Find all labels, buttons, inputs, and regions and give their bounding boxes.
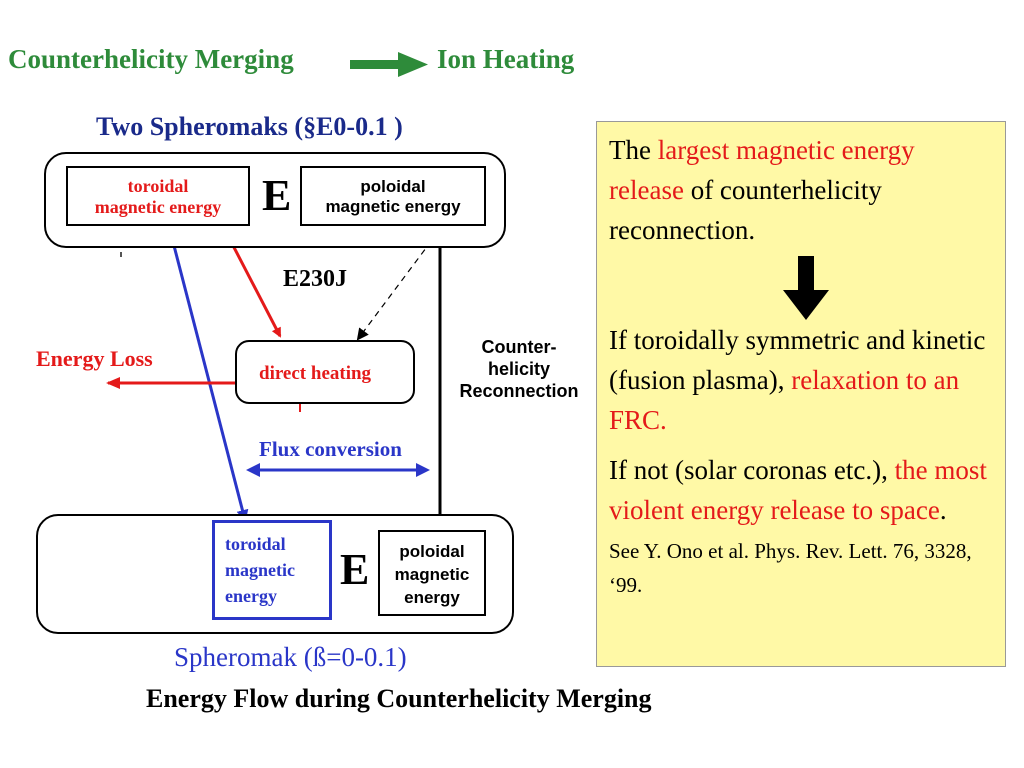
bottom-toroidal-box: toroidal magnetic energy <box>212 520 332 620</box>
panel-p2-text: If toroidally symmetric and kinetic (fus… <box>609 325 986 395</box>
top-poloidal-line1: poloidal <box>360 177 426 196</box>
top-toroidal-box: toroidal magnetic energy <box>66 166 250 226</box>
direct-heating-box <box>235 340 415 404</box>
panel-paragraph-3: If not (solar coronas etc.), the most vi… <box>609 450 995 530</box>
header-title-right: Ion Heating <box>437 44 575 74</box>
diagram-heading: Two Spheromaks (§E0-0.1 ) <box>96 112 403 141</box>
explanation-panel: The largest magnetic energy release of c… <box>596 121 1006 667</box>
reconnection-label: Counter- helicity Reconnection <box>446 336 592 402</box>
header-arrow-icon <box>350 52 428 77</box>
panel-p2-highlight: relaxation to an FRC. <box>609 365 960 435</box>
panel-paragraph-2: If toroidally symmetric and kinetic (fus… <box>609 320 995 440</box>
panel-paragraph-1: The largest magnetic energy release of c… <box>609 130 995 250</box>
bottom-poloidal-line2: magnetic <box>394 565 470 584</box>
bottom-poloidal-line1: poloidal <box>399 542 465 561</box>
spheromak-label: Spheromak (ß=0-0.1) <box>174 642 407 672</box>
arrow-poloidal-to-heating <box>356 231 439 341</box>
energy-loss-label: Energy Loss <box>36 346 153 371</box>
panel-p1-text-end: of counterhelicity reconnection. <box>609 175 882 245</box>
header-title-left: Counterhelicity Merging <box>8 44 294 74</box>
panel-p1-highlight: largest magnetic energy release <box>609 135 915 205</box>
bottom-poloidal-line3: energy <box>404 588 460 607</box>
arrow-flux-conversion <box>246 463 430 477</box>
diagram-caption: Energy Flow during Counterhelicity Mergi… <box>146 684 652 713</box>
top-energy-symbol: E <box>262 171 292 220</box>
reconnection-line1: Counter- <box>481 337 557 357</box>
top-poloidal-line2: magnetic energy <box>325 196 461 216</box>
panel-p3-highlight: the most violent energy release to space <box>609 455 987 525</box>
bottom-energy-symbol: E <box>340 545 370 594</box>
bottom-toroidal-line3: energy <box>225 586 277 606</box>
panel-p3-text: If not (solar coronas etc.), <box>609 455 895 485</box>
reconnection-line2: helicity <box>487 359 551 379</box>
top-poloidal-box: poloidal magnetic energy <box>300 166 486 226</box>
panel-reference: See Y. Ono et al. Phys. Rev. Lett. 76, 3… <box>609 539 972 597</box>
reconnection-line3: Reconnection <box>459 381 579 401</box>
bottom-toroidal-line1: toroidal <box>225 534 286 554</box>
direct-heating-label: direct heating <box>259 363 372 384</box>
top-toroidal-line2: magnetic energy <box>94 196 222 217</box>
flux-conversion-label: Flux conversion <box>259 437 402 461</box>
top-toroidal-line1: toroidal <box>127 176 189 196</box>
energy-value-label: E230J <box>283 266 348 292</box>
panel-p3-text-end: . <box>939 495 947 525</box>
panel-p1-text: The <box>609 135 658 165</box>
bottom-poloidal-box: poloidal magnetic energy <box>378 530 486 616</box>
down-arrow-icon <box>609 250 995 320</box>
bottom-toroidal-line2: magnetic <box>225 560 295 580</box>
arrow-toroidal-to-toroidal <box>170 237 249 522</box>
arrow-toroidal-to-heating <box>224 231 282 338</box>
